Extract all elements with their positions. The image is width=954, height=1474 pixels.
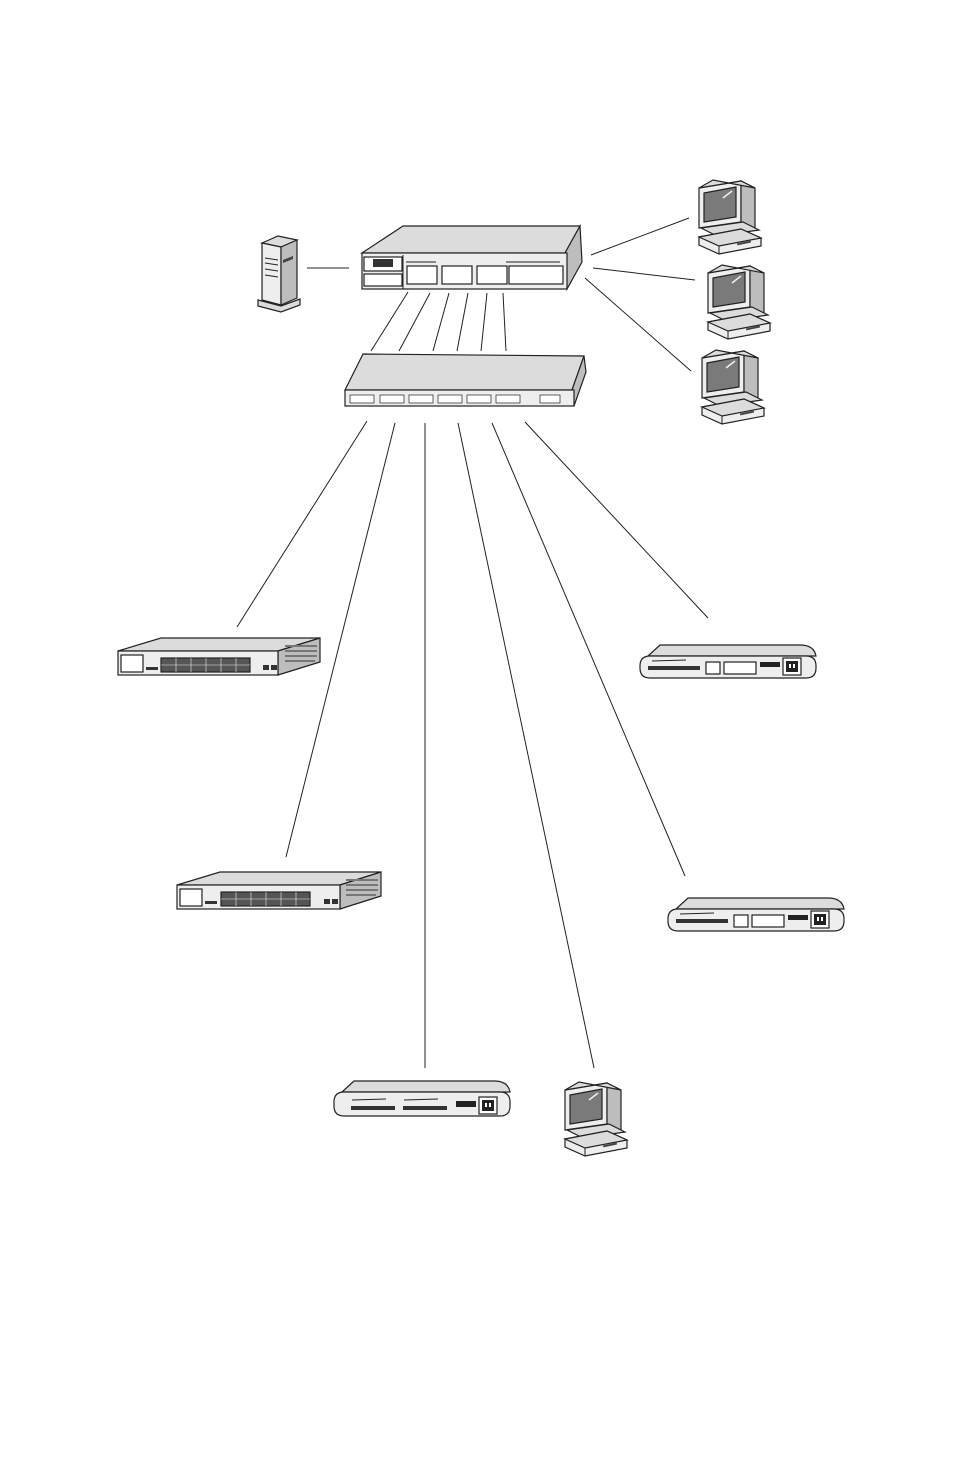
core-switch: [362, 226, 582, 289]
link-core-fiber-3: [433, 293, 449, 351]
link-core-workstation-1: [591, 218, 689, 255]
media-converter-1: [640, 645, 816, 678]
link-core-fiber-5: [481, 293, 487, 351]
link-fiber-workstation-4: [458, 423, 594, 1068]
link-fiber-edge-switch-1: [237, 421, 367, 627]
link-core-fiber-2: [399, 293, 430, 351]
workstation-4: [565, 1082, 627, 1156]
fiber-switch: [345, 354, 586, 406]
link-core-fiber-6: [503, 293, 506, 351]
edge-switch-2: [177, 872, 381, 909]
edge-switch-1: [118, 638, 320, 675]
link-core-fiber-4: [457, 293, 468, 351]
link-core-workstation-3: [585, 278, 691, 371]
link-core-workstation-2: [593, 268, 695, 280]
core-switch-ports: [407, 266, 507, 284]
workstation-3: [702, 350, 764, 424]
workstation-1: [699, 180, 761, 254]
link-core-fiber-1: [371, 292, 408, 351]
media-converter-3: [334, 1081, 510, 1116]
media-converter-2: [668, 898, 844, 931]
link-fiber-media-converter-1: [525, 422, 708, 618]
tower-server: [258, 236, 300, 312]
workstation-2: [708, 265, 770, 339]
